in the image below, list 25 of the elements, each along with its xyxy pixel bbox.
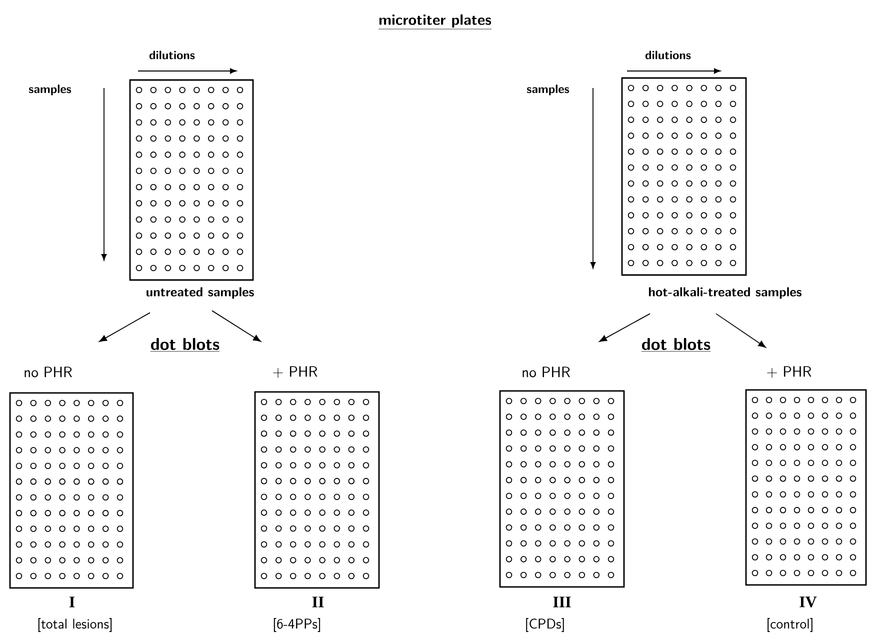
lesion-label: [total lesions] (38, 618, 112, 632)
axis-label: samples (527, 84, 570, 96)
condition-label: + PHR (767, 366, 812, 378)
lesion-label: [control] (768, 618, 812, 632)
arrow (212, 310, 261, 342)
plate-caption: untreated samples (146, 287, 254, 299)
condition-label: + PHR (273, 366, 318, 378)
condition-label: no PHR (24, 366, 72, 378)
title: microtiter plates (378, 14, 492, 30)
condition-label: no PHR (522, 366, 570, 378)
axis-label: dilutions (645, 50, 691, 60)
panel-numeral: IV (800, 596, 817, 608)
axis-label: samples (29, 84, 72, 96)
section-heading: dot blots (641, 338, 711, 352)
lesion-label: [6-4PPs] (274, 618, 320, 632)
arrow (599, 313, 650, 342)
lesion-label: [CPDs] (526, 618, 564, 632)
panel-numeral: III (553, 596, 571, 608)
axis-label: dilutions (149, 50, 195, 60)
panel-numeral: I (69, 596, 75, 608)
arrow (99, 312, 150, 342)
panel-numeral: II (312, 596, 324, 608)
plate-caption: hot-alkali-treated samples (648, 287, 802, 299)
arrow (716, 313, 766, 348)
section-heading: dot blots (150, 338, 220, 352)
